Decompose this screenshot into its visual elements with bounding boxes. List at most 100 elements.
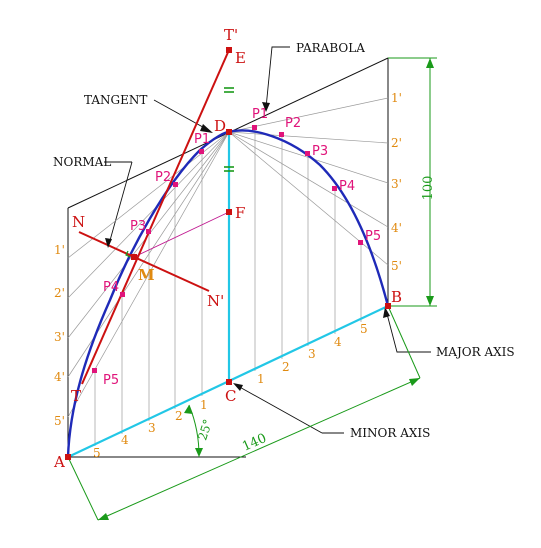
label-N: N [72,213,85,231]
dimension-lines [67,57,437,521]
major-axis-leader [385,309,431,353]
label-right-p2: P2 [285,116,301,131]
point-letters: T' E D F N N' M T A B C [53,26,402,471]
label-F: F [235,204,245,222]
ray-left-1 [67,131,230,259]
tangent-normal [78,49,230,385]
label-parabola: PARABOLA [296,41,365,55]
base-ext-right [387,305,421,379]
dimension-arrows [98,58,434,520]
label-left-div-3: 3' [54,330,65,344]
marker-right-p2 [279,132,284,137]
normal-leader [108,161,133,245]
marker-right-p4 [332,186,337,191]
tangent-leader-arrow [200,124,213,133]
label-base-right-2: 2 [282,360,290,374]
right-angle-mark [125,250,131,258]
label-E: E [235,49,246,67]
label-left-div-1: 1' [54,243,65,257]
label-left-p3: P3 [130,219,146,234]
marker-left-p2 [173,182,178,187]
label-base-left-1: 1 [200,398,208,412]
label-base-right-4: 4 [334,335,342,349]
label-right-div-5: 5' [391,259,402,273]
normal-line [78,231,210,292]
base-arrow-right [409,378,420,386]
label-T: T [71,387,81,405]
label-C: C [225,387,236,405]
parabola-leader [265,46,290,109]
minor-axis-leader-arrow [233,383,243,391]
ray-right-3 [228,131,389,184]
label-left-p1: P1 [194,132,210,147]
label-left-div-4: 4' [54,370,65,384]
label-D: D [214,117,226,135]
label-left-p4: P4 [103,280,119,295]
label-N-prime: N' [207,292,224,310]
marker-right-p3 [305,151,310,156]
label-left-p2: P2 [155,170,171,185]
callout-labels: PARABOLA TANGENT NORMAL MAJOR AXIS MINOR… [53,41,515,440]
marker-F [226,209,232,215]
label-normal: NORMAL [53,155,111,169]
base-arrow-left [98,513,109,520]
label-M: M [138,266,155,284]
marker-D [226,129,232,135]
label-right-p4: P4 [339,179,355,194]
tangent-line [81,49,230,385]
label-base-left-3: 3 [148,421,156,435]
label-right-div-2: 2' [391,136,402,150]
label-angle-dim: 25° [195,417,215,442]
label-base-left-4: 4 [121,433,129,447]
label-left-div-5: 5' [54,414,65,428]
angle-arrow-bottom [195,448,203,457]
marker-A [65,454,71,460]
parabola-leader-arrow [262,102,270,112]
label-right-p5: P5 [365,229,381,244]
label-right-p3: P3 [312,144,328,159]
label-base-right-5: 5 [360,322,368,336]
label-left-div-2: 2' [54,286,65,300]
height-arrow-bottom [426,296,434,306]
marker-left-p3 [146,229,151,234]
label-tangent: TANGENT [84,93,147,107]
label-B: B [391,288,402,306]
tangent-leader [153,99,211,132]
division-labels: 1' 2' 3' 4' 5' 1' 2' 3' 4' 5' 5 4 3 2 1 … [54,91,402,460]
marker-B [385,303,391,309]
marker-right-p1 [252,125,257,130]
height-arrow-top [426,58,434,68]
marker-E [226,47,232,53]
label-right-p1: P1 [252,107,268,122]
label-right-div-3: 3' [391,177,402,191]
base-ext-left [67,456,99,521]
major-axis-leader-arrow [383,307,390,318]
marker-left-p5 [92,368,97,373]
p-labels: P1 P2 P3 P4 P5 P1 P2 P3 P4 P5 [103,107,381,388]
label-T-prime: T' [224,26,238,44]
leader-arrows [105,102,390,391]
label-right-div-1: 1' [391,91,402,105]
point-markers [65,47,391,460]
parabola-curve [66,129,390,458]
angle-arrow-top [184,405,193,414]
label-base-right-3: 3 [308,347,316,361]
label-A: A [53,453,65,471]
ray-right-4 [228,131,389,228]
marker-right-p5 [358,240,363,245]
marker-left-p4 [120,292,125,297]
label-left-p5: P5 [103,373,119,388]
base-dim-line [97,377,421,521]
label-base-right-1: 1 [257,372,265,386]
label-base-left-5: 5 [93,446,101,460]
label-right-div-4: 4' [391,221,402,235]
marker-C [226,379,232,385]
ray-right-2 [228,131,389,144]
normal-leader-arrow [105,238,112,248]
marker-left-p1 [199,149,204,154]
marker-M [131,254,137,260]
dimension-labels: 100 140 25° [195,176,436,455]
label-base-left-2: 2 [175,409,183,423]
